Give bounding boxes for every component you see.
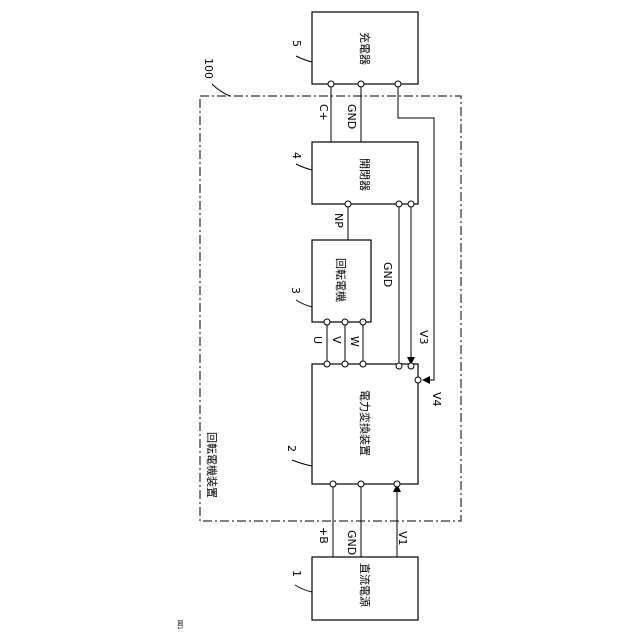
block-switch-leader [296, 164, 312, 170]
signal-gnd-charger: GND [345, 104, 358, 129]
terminal [342, 319, 348, 325]
terminal [396, 201, 402, 207]
signal-v3: V3 [417, 330, 430, 345]
terminal [358, 81, 364, 87]
signal-gnd-source: GND [345, 530, 358, 555]
terminal [324, 319, 330, 325]
terminal [328, 81, 334, 87]
signal-v1: V1 [396, 531, 409, 546]
block-inverter-leader [292, 460, 312, 466]
system-label: 回転電機装置 [205, 432, 219, 498]
signal-v: V [330, 336, 343, 344]
block-switch-label: 開閉器 [358, 158, 371, 191]
terminal [415, 377, 421, 383]
terminal [408, 201, 414, 207]
block-motor-leader [296, 300, 312, 307]
terminal [345, 201, 351, 207]
terminal [330, 481, 336, 487]
terminal [395, 81, 401, 87]
terminal [360, 319, 366, 325]
block-motor-label: 回転電機 [334, 258, 348, 302]
terminal [342, 361, 348, 367]
system-ref: 100 [202, 58, 215, 79]
block-switch-ref: 4 [290, 152, 303, 159]
signal-np: NP [332, 213, 345, 228]
block-dc-source-ref: 1 [290, 570, 303, 577]
terminal [358, 481, 364, 487]
signal-w: W [348, 336, 361, 347]
terminal [360, 361, 366, 367]
figure-label: 図1 [176, 620, 183, 630]
block-motor-ref: 3 [289, 287, 302, 294]
arrow-v4 [422, 376, 430, 384]
signal-c-plus: C+ [317, 104, 330, 121]
signal-u: U [311, 336, 324, 344]
block-charger-ref: 5 [290, 40, 303, 47]
block-inverter-label: 電力変換装置 [358, 390, 372, 456]
block-dc-source-label: 直流電源 [358, 563, 372, 607]
signal-plus-b: +B [317, 527, 330, 544]
signal-v4: V4 [430, 392, 443, 407]
system-ref-leader [212, 84, 230, 96]
block-dc-source-leader [295, 585, 312, 592]
terminal [324, 361, 330, 367]
terminal [396, 363, 402, 369]
terminal [408, 363, 414, 369]
block-inverter-ref: 2 [285, 445, 298, 452]
signal-gnd-mid: GND [381, 262, 394, 287]
terminal [394, 481, 400, 487]
block-charger-label: 充電器 [358, 32, 372, 65]
block-charger-leader [296, 56, 312, 62]
